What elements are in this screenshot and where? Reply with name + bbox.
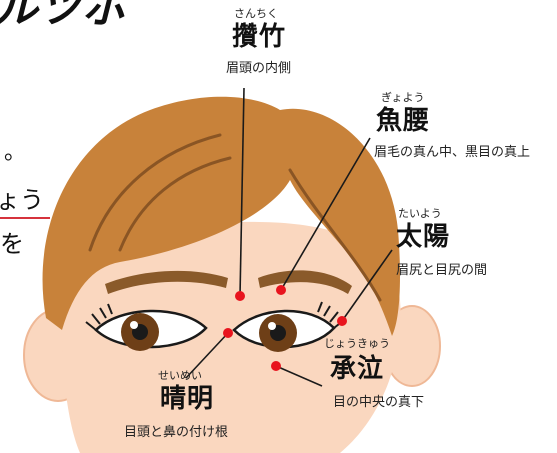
leader-line-shoukyuu (275, 365, 323, 387)
point-name-sanchiku: 攢竹 (232, 22, 287, 52)
point-reading-gyoyou: ぎょよう (381, 91, 425, 104)
point-name-seimei: 晴明 (160, 384, 215, 414)
title-fragment: ルツボ (0, 0, 126, 33)
side-text-line-3: を (0, 230, 24, 258)
leader-line-seimei (185, 332, 229, 379)
leader-line-sanchiku (239, 87, 245, 297)
point-name-gyoyou: 魚腰 (376, 106, 431, 136)
point-desc-gyoyou: 眉毛の真ん中、黒目の真上 (374, 145, 531, 160)
point-reading-shoukyuu: じょうきゅう (324, 337, 390, 350)
point-marker-seimei (223, 328, 233, 338)
point-desc-taiyou: 眉尻と目尻の間 (396, 263, 488, 278)
right-eye-highlight (268, 322, 276, 330)
side-text-line-1: 。 (4, 140, 27, 165)
hair-strand (88, 133, 222, 252)
point-reading-sanchiku: さんちく (234, 7, 278, 20)
hair-strand (288, 168, 382, 302)
point-name-taiyou: 太陽 (396, 222, 451, 252)
point-marker-taiyou (337, 316, 347, 326)
point-desc-seimei: 目頭と鼻の付け根 (124, 425, 229, 440)
left-eye-highlight (130, 321, 138, 329)
point-desc-sanchiku: 眉頭の内側 (226, 61, 292, 76)
point-name-shoukyuu: 承泣 (330, 354, 385, 384)
side-text-line-2: ょう (0, 186, 44, 214)
point-marker-gyoyou (276, 285, 286, 295)
leader-line-gyoyou (280, 137, 371, 291)
point-reading-taiyou: たいよう (398, 207, 442, 220)
point-marker-shoukyuu (271, 361, 281, 371)
point-marker-sanchiku (235, 291, 245, 301)
hair (42, 96, 401, 336)
hair-strand (118, 156, 232, 252)
right-eyebrow (258, 270, 352, 294)
left-eyebrow (105, 270, 228, 294)
point-reading-seimei: せいめい (158, 369, 202, 382)
leader-line-taiyou (341, 249, 393, 322)
left-lashes (85, 303, 113, 331)
point-desc-shoukyuu: 目の中央の真下 (333, 395, 425, 410)
